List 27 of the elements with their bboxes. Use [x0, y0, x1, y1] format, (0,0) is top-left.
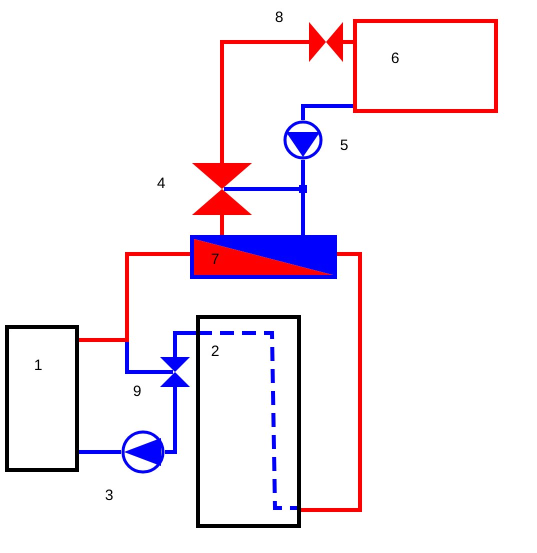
unit-box [196, 315, 301, 528]
callout-number: 5 [340, 138, 348, 154]
pipe-line [220, 215, 224, 235]
valve-symbol [160, 357, 190, 387]
unit-box [5, 325, 79, 472]
valve-symbol [192, 163, 252, 215]
pump-symbol [121, 430, 165, 474]
pipe-line [301, 104, 353, 120]
pipe-line [79, 450, 121, 454]
number-label: 6 [391, 51, 400, 67]
number-label: 2 [211, 344, 220, 360]
pipe-line [343, 40, 353, 44]
pipe-line [173, 331, 196, 357]
valve-symbol [309, 22, 343, 62]
number-label: 1 [34, 358, 42, 374]
heat-exchanger-box [190, 235, 337, 279]
pump-symbol [283, 120, 323, 160]
number-label: 7 [211, 252, 220, 268]
pipe-line [220, 40, 309, 163]
pipe-line [165, 387, 177, 454]
callout-number: 9 [133, 384, 142, 400]
unit-box [353, 19, 498, 113]
callout-number: 4 [157, 176, 166, 192]
pipe-line [301, 252, 362, 512]
pipe-line [78, 252, 190, 342]
callout-number: 8 [275, 10, 284, 26]
callout-number: 3 [105, 488, 114, 504]
